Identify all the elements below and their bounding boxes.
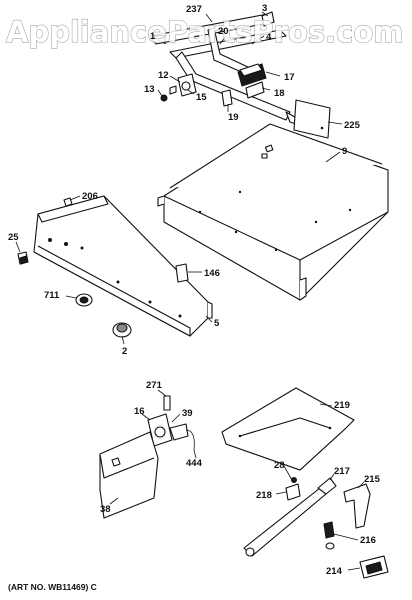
art-number-note: (ART NO. WB11469) C bbox=[8, 582, 97, 592]
cover-225 bbox=[293, 99, 331, 139]
callout-237: 237 bbox=[186, 4, 202, 15]
callout-18: 18 bbox=[274, 88, 285, 99]
igniter-214 bbox=[359, 555, 389, 579]
leader-lines bbox=[15, 11, 365, 571]
callout-17: 17 bbox=[284, 72, 295, 83]
watermark-text: AppliancePartsPros.com bbox=[6, 15, 403, 49]
callout-206: 206 bbox=[82, 191, 98, 202]
screw-206 bbox=[63, 197, 73, 207]
callout-3: 3 bbox=[262, 3, 267, 14]
callout-12: 12 bbox=[158, 70, 169, 81]
callout-225: 225 bbox=[344, 120, 361, 131]
callout-25: 25 bbox=[8, 232, 19, 243]
valve-16-444 bbox=[147, 413, 195, 451]
valve-12-15 bbox=[169, 73, 197, 97]
callout-20: 20 bbox=[218, 26, 229, 37]
callout-271: 271 bbox=[146, 380, 163, 391]
knob-2 bbox=[112, 322, 132, 338]
callout-217: 217 bbox=[334, 466, 350, 477]
clip-19 bbox=[221, 89, 233, 107]
manifold-pipe-assembly bbox=[149, 11, 305, 128]
callout-215: 215 bbox=[364, 474, 381, 485]
clip-146 bbox=[175, 263, 189, 283]
spacer-25 bbox=[17, 251, 29, 265]
orifice-13 bbox=[160, 94, 168, 102]
callout-2: 2 bbox=[122, 346, 127, 357]
callout-219: 219 bbox=[334, 400, 350, 411]
spark-module-18 bbox=[245, 81, 265, 99]
callout-39: 39 bbox=[182, 408, 193, 419]
shield-38 bbox=[99, 431, 159, 519]
callout-13: 13 bbox=[144, 84, 155, 95]
callout-711: 711 bbox=[44, 290, 60, 301]
callout-28: 28 bbox=[274, 460, 285, 471]
callout-214: 214 bbox=[326, 566, 343, 577]
burner-tube-217 bbox=[243, 477, 337, 557]
baffle-219 bbox=[221, 387, 355, 471]
grommet-711 bbox=[75, 293, 93, 307]
callout-4: 4 bbox=[266, 32, 272, 43]
screw-271 bbox=[163, 395, 171, 411]
front-rail-5 bbox=[33, 195, 213, 337]
igniter-17 bbox=[237, 63, 267, 87]
callout-16: 16 bbox=[134, 406, 145, 417]
callout-444: 444 bbox=[186, 458, 203, 469]
callout-216: 216 bbox=[360, 535, 376, 546]
callout-218: 218 bbox=[256, 490, 272, 501]
callout-1: 1 bbox=[150, 31, 156, 42]
bracket-215 bbox=[343, 483, 371, 529]
callout-9: 9 bbox=[342, 146, 347, 157]
callout-5: 5 bbox=[214, 318, 220, 329]
orifice-216 bbox=[323, 521, 335, 550]
callout-38: 38 bbox=[100, 504, 111, 515]
callout-146: 146 bbox=[204, 268, 220, 279]
electrode-218 bbox=[285, 477, 301, 501]
callout-15: 15 bbox=[196, 92, 207, 103]
callout-19: 19 bbox=[228, 112, 239, 123]
burner-box-9 bbox=[157, 123, 389, 301]
callout-labels: 237 3 1 20 4 12 17 13 15 18 19 225 9 206… bbox=[8, 3, 381, 577]
